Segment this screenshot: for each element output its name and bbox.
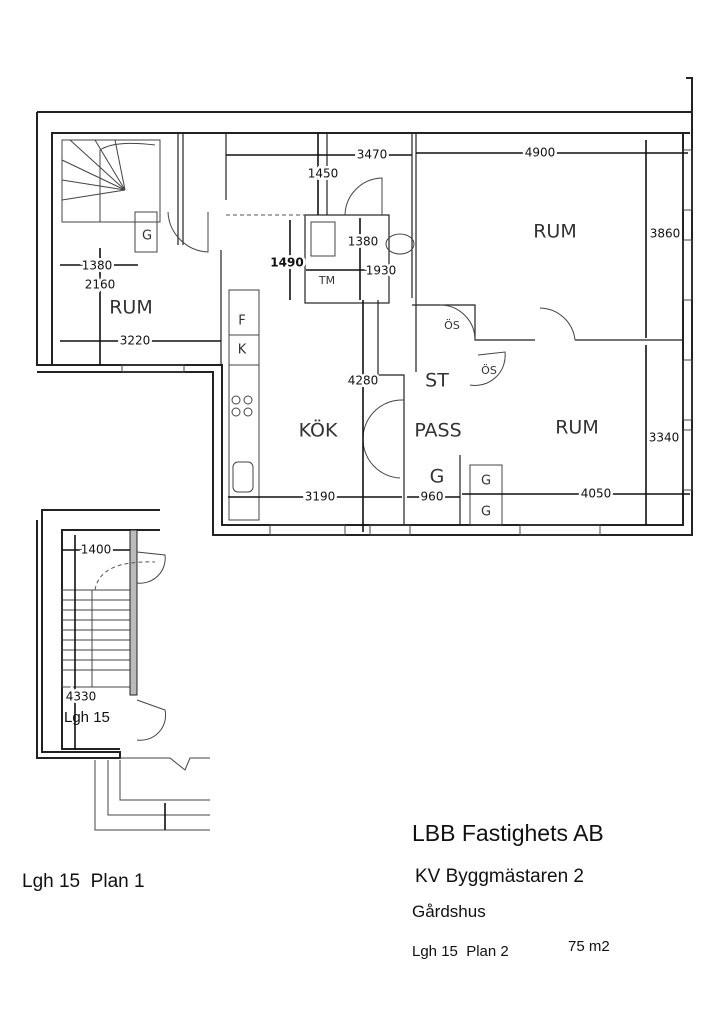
dim-3340: 3340: [649, 431, 680, 445]
dim-1450: 1450: [308, 167, 339, 181]
dim-1400: 1400: [81, 543, 112, 557]
dimension-labels: 3470 4900 1450 1380 3860 1490 1930 1380 …: [79, 143, 683, 506]
captions: Lgh 15 Plan 1 LBB Fastighets AB KV Byggm…: [22, 820, 610, 960]
property-name: KV Byggmästaren 2: [415, 866, 584, 887]
room-kok: KÖK: [299, 419, 338, 442]
plan1-drawing: 1400 4330 Lgh 15: [36, 509, 210, 831]
fridge-label: F: [238, 314, 245, 329]
room-labels: G RUM RUM RUM KÖK PASS ST ÖS ÖS G G G TM…: [109, 221, 599, 520]
dim-1380-bath: 1380: [348, 235, 379, 249]
dim-3190: 3190: [305, 490, 336, 504]
dim-2160: 2160: [85, 278, 116, 292]
room-g-closet-1: G: [481, 474, 491, 489]
room-g-pass: G: [430, 466, 445, 488]
dim-3860: 3860: [650, 227, 681, 241]
dim-3220: 3220: [120, 334, 151, 348]
dim-1490: 1490: [270, 256, 303, 270]
room-tm: TM: [318, 274, 335, 287]
room-rum-left: RUM: [109, 297, 153, 319]
area-label: 75 m2: [568, 938, 610, 955]
dim-4280: 4280: [348, 374, 379, 388]
room-g-closet-2: G: [481, 505, 491, 520]
room-os-1: ÖS: [444, 319, 460, 332]
plan1-unit-label: Lgh 15: [64, 709, 110, 726]
dim-4900: 4900: [525, 146, 556, 160]
plan2-walls: [36, 77, 693, 536]
dim-3470: 3470: [357, 148, 388, 162]
dim-1380-stair: 1380: [82, 259, 113, 273]
dimension-lines: [60, 133, 690, 532]
company-name: LBB Fastighets AB: [412, 820, 604, 846]
room-os-2: ÖS: [481, 364, 497, 377]
dim-960: 960: [421, 490, 444, 504]
room-pass: PASS: [414, 420, 461, 442]
building-name: Gårdshus: [412, 902, 486, 921]
dim-4330: 4330: [66, 690, 97, 704]
dim-1930: 1930: [366, 264, 397, 278]
room-g-stair: G: [142, 229, 152, 244]
freezer-label: K: [238, 343, 247, 358]
dim-4050: 4050: [581, 487, 612, 501]
plan2-caption: Lgh 15 Plan 2: [412, 943, 509, 960]
room-rum-bottom: RUM: [555, 417, 599, 439]
plan1-caption: Lgh 15 Plan 1: [22, 871, 145, 892]
room-rum-top: RUM: [533, 221, 577, 243]
room-st: ST: [425, 370, 449, 392]
